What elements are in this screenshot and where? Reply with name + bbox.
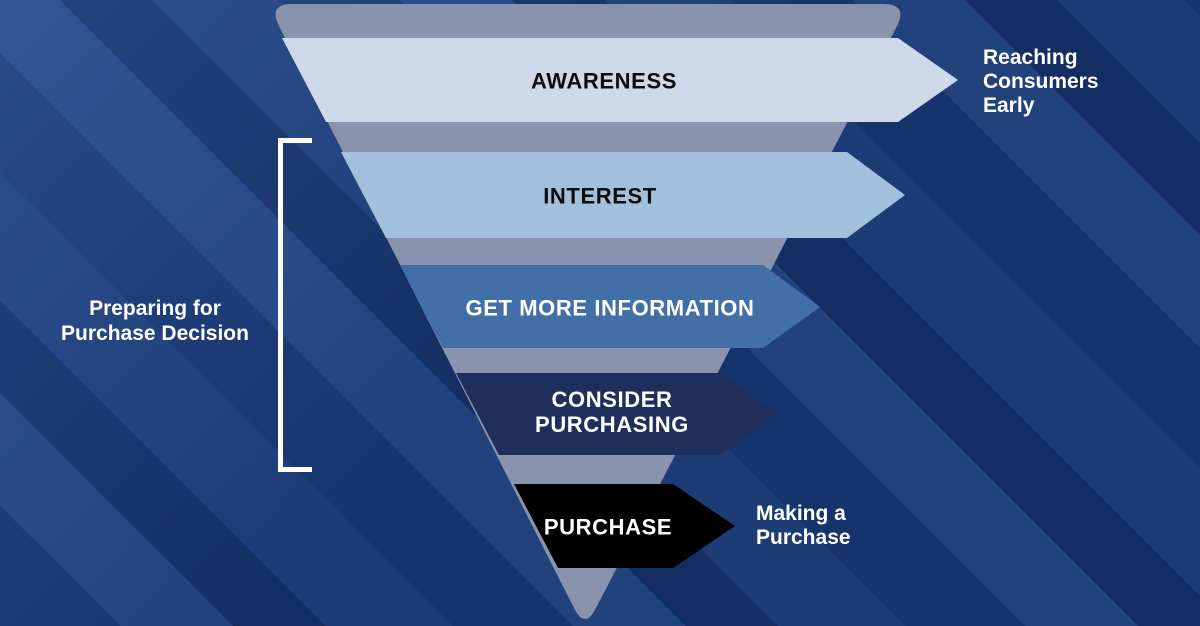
making-line2: Purchase <box>756 526 851 549</box>
reaching-consumers-early-annotation: Reaching Consumers Early <box>983 46 1099 118</box>
reaching-line3: Early <box>983 94 1035 117</box>
consider-purchasing-label-line2: PURCHASING <box>535 412 689 437</box>
consider-purchasing-label: CONSIDER PURCHASING <box>535 387 689 437</box>
reaching-line1: Reaching <box>983 46 1078 69</box>
funnel-level-purchase <box>514 484 735 568</box>
funnel-level-get-more-information <box>400 265 820 348</box>
preparing-line1: Preparing for <box>89 297 221 320</box>
making-line1: Making a <box>756 502 846 525</box>
get-more-information-label: GET MORE INFORMATION <box>465 295 755 321</box>
funnel-level-awareness <box>282 38 958 122</box>
awareness-label: AWARENESS <box>531 68 677 94</box>
preparing-line2: Purchase Decision <box>61 322 249 345</box>
reaching-line2: Consumers <box>983 70 1099 93</box>
purchase-decision-bracket <box>278 138 312 472</box>
funnel-level-interest <box>341 152 905 238</box>
interest-label: INTEREST <box>543 183 657 209</box>
purchase-label: PURCHASE <box>543 514 673 540</box>
preparing-for-purchase-decision-annotation: Preparing for Purchase Decision <box>61 296 249 346</box>
consider-purchasing-label-line1: CONSIDER <box>551 387 673 412</box>
making-a-purchase-annotation: Making a Purchase <box>756 502 851 550</box>
funnel-level-consider-purchasing <box>456 373 778 455</box>
